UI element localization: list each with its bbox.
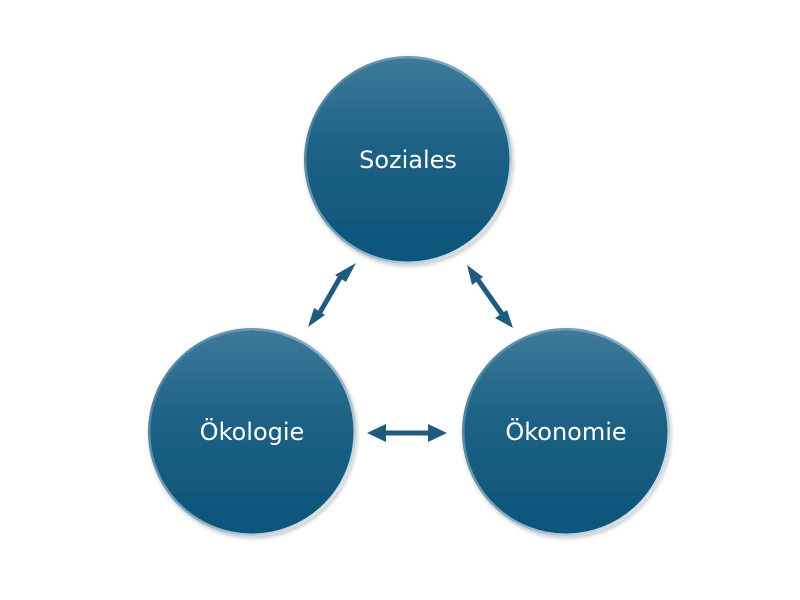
arrowhead-icon bbox=[428, 424, 447, 442]
node-label-oekonomie: Ökonomie bbox=[505, 417, 626, 446]
node-soziales: Soziales bbox=[303, 55, 513, 265]
arrowhead-icon bbox=[367, 424, 386, 442]
node-oekonomie: Ökonomie bbox=[461, 327, 671, 537]
arrow-soziales-oekologie bbox=[308, 263, 356, 327]
arrowhead-icon bbox=[335, 263, 356, 282]
arrow-soziales-oekonomie bbox=[467, 265, 513, 328]
node-circle-oekologie bbox=[148, 328, 356, 536]
node-rim-oekonomie bbox=[461, 327, 671, 537]
arrowhead-icon bbox=[495, 310, 513, 328]
arrowhead-icon bbox=[308, 308, 325, 327]
arrow-oekologie-oekonomie bbox=[367, 424, 447, 442]
node-oekologie: Ökologie bbox=[147, 327, 357, 537]
node-circle-oekonomie bbox=[462, 328, 670, 536]
arrowhead-icon bbox=[467, 265, 483, 285]
node-label-oekologie: Ökologie bbox=[200, 417, 305, 446]
node-label-soziales: Soziales bbox=[359, 146, 457, 174]
node-rim-oekologie bbox=[147, 327, 357, 537]
node-rim-soziales bbox=[303, 55, 513, 265]
node-circle-soziales bbox=[304, 56, 512, 264]
